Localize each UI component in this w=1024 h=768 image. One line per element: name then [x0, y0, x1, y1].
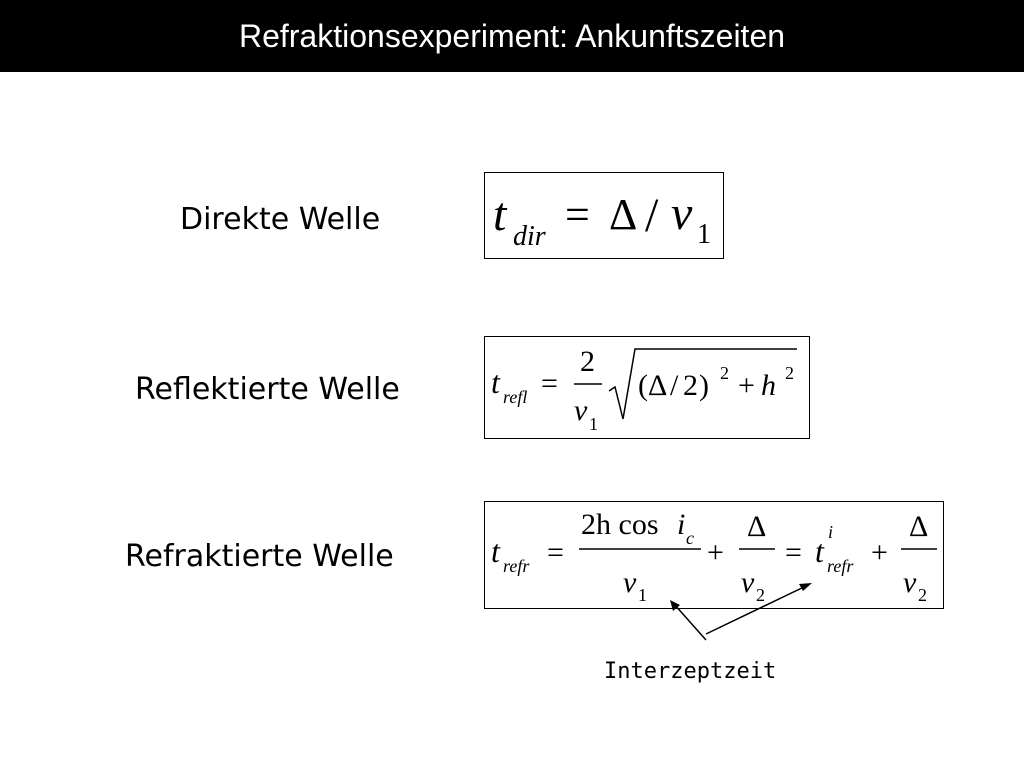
slide-header: Refraktionsexperiment: Ankunftszeiten: [0, 0, 1024, 72]
formula-reflected: t refl = 2 v 1 ( Δ / 2 ) 2 + h 2: [491, 345, 797, 434]
superscript-i: i: [828, 522, 833, 542]
symbol-v: v: [574, 394, 588, 427]
subscript-1: 1: [697, 219, 711, 250]
symbol-t: t: [491, 364, 501, 400]
equals-sign: =: [541, 367, 558, 400]
formula-box-direct: t dir = Δ / v 1: [484, 172, 724, 259]
subscript-2-b: 2: [918, 585, 927, 605]
delta-symbol: Δ: [609, 190, 637, 239]
equals-sign: =: [565, 190, 590, 239]
label-reflected-wave: Reflektierte Welle: [135, 372, 400, 407]
subscript-c: c: [686, 528, 694, 548]
fraction-numerator-2: 2: [580, 345, 595, 378]
label-refracted-wave: Refraktierte Welle: [125, 539, 394, 574]
square-root-sign: [608, 348, 797, 420]
equals-sign-2: =: [785, 536, 802, 569]
slide-title: Refraktionsexperiment: Ankunftszeiten: [238, 17, 786, 54]
symbol-v1: v: [623, 566, 637, 599]
arrow-line-right: [705, 585, 807, 635]
symbol-t: t: [491, 533, 501, 569]
delta-symbol: Δ: [648, 369, 667, 402]
symbol-t: t: [493, 188, 508, 241]
symbol-i: i: [677, 508, 685, 541]
subscript-1: 1: [638, 585, 647, 605]
arrow-head-right: [799, 583, 812, 591]
annotation-intercept-time: Interzeptzeit: [604, 659, 777, 684]
delta-symbol-1: Δ: [747, 510, 766, 543]
symbol-h: h: [761, 369, 776, 402]
delta-symbol-2: Δ: [909, 510, 928, 543]
symbol-v: v: [671, 187, 693, 240]
exponent-h-2: 2: [785, 363, 794, 383]
exponent-2: 2: [720, 363, 729, 383]
label-direct-wave: Direkte Welle: [180, 202, 381, 237]
arrow-line-left: [673, 603, 707, 641]
subscript-2: 2: [756, 585, 765, 605]
symbol-v2: v: [741, 566, 755, 599]
formula-refracted: t refr = 2h cos i c v 1 + Δ v 2 = t i re…: [491, 508, 937, 605]
subscript-refr-2: refr: [827, 556, 854, 576]
paren-open: (: [638, 369, 648, 402]
plus-sign-1: +: [707, 536, 724, 569]
slash-symbol: /: [645, 189, 659, 242]
symbol-v2-b: v: [903, 566, 917, 599]
formula-box-reflected: t refl = 2 v 1 ( Δ / 2 ) 2 + h 2: [484, 336, 810, 439]
numerator-2h-cos: 2h cos: [581, 508, 659, 541]
arrow-head-left: [670, 600, 680, 611]
formula-box-refracted: t refr = 2h cos i c v 1 + Δ v 2 = t i re…: [484, 501, 944, 609]
plus-sign: +: [738, 369, 755, 402]
slash-symbol: /: [670, 369, 679, 402]
subscript-refr: refr: [503, 556, 530, 576]
plus-sign-2: +: [871, 536, 888, 569]
symbol-t-i: t: [815, 533, 825, 569]
subscript-refl: refl: [503, 387, 527, 407]
subscript-dir: dir: [513, 221, 546, 252]
subscript-1: 1: [589, 414, 598, 434]
paren-close: ): [699, 369, 709, 402]
two: 2: [683, 369, 698, 402]
formula-direct: t dir = Δ / v 1: [493, 187, 711, 252]
equals-sign: =: [547, 536, 564, 569]
